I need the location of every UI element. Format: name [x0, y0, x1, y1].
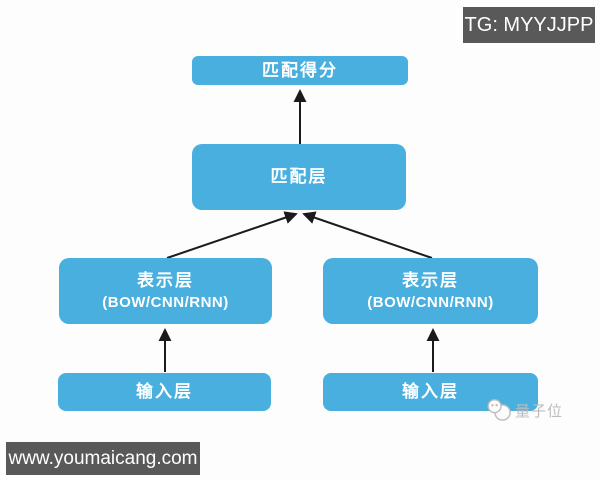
- node-representation-right-sublabel: (BOW/CNN/RNN): [367, 294, 494, 312]
- qbitai-watermark-text: 量子位: [515, 402, 564, 420]
- node-representation-layer-left: 表示层 (BOW/CNN/RNN): [59, 258, 272, 324]
- arrow-repr-left-to-matching: [166, 211, 298, 259]
- arrow-repr-right-to-matching: [302, 211, 433, 259]
- qbitai-logo-icon: [487, 399, 511, 421]
- node-match-score: 匹配得分: [192, 56, 408, 85]
- node-input-layer-left: 输入层: [58, 373, 271, 411]
- node-input-left-label: 输入层: [136, 382, 193, 402]
- website-url-text: www.youmaicang.com: [8, 447, 198, 469]
- telegram-handle-badge: TG: MYYJJPP: [463, 7, 595, 43]
- node-matching-layer-label: 匹配层: [270, 167, 328, 187]
- node-representation-left-label: 表示层: [137, 270, 194, 290]
- node-matching-layer: 匹配层: [192, 144, 406, 210]
- node-representation-left-sublabel: (BOW/CNN/RNN): [102, 294, 229, 312]
- node-representation-layer-right: 表示层 (BOW/CNN/RNN): [323, 258, 538, 324]
- website-url-badge: www.youmaicang.com: [6, 442, 200, 475]
- qbitai-watermark: 量子位: [486, 398, 563, 422]
- node-input-right-label: 输入层: [402, 382, 459, 402]
- telegram-handle-text: TG: MYYJJPP: [464, 13, 594, 36]
- node-match-score-label: 匹配得分: [262, 60, 338, 80]
- node-representation-right-label: 表示层: [402, 270, 459, 290]
